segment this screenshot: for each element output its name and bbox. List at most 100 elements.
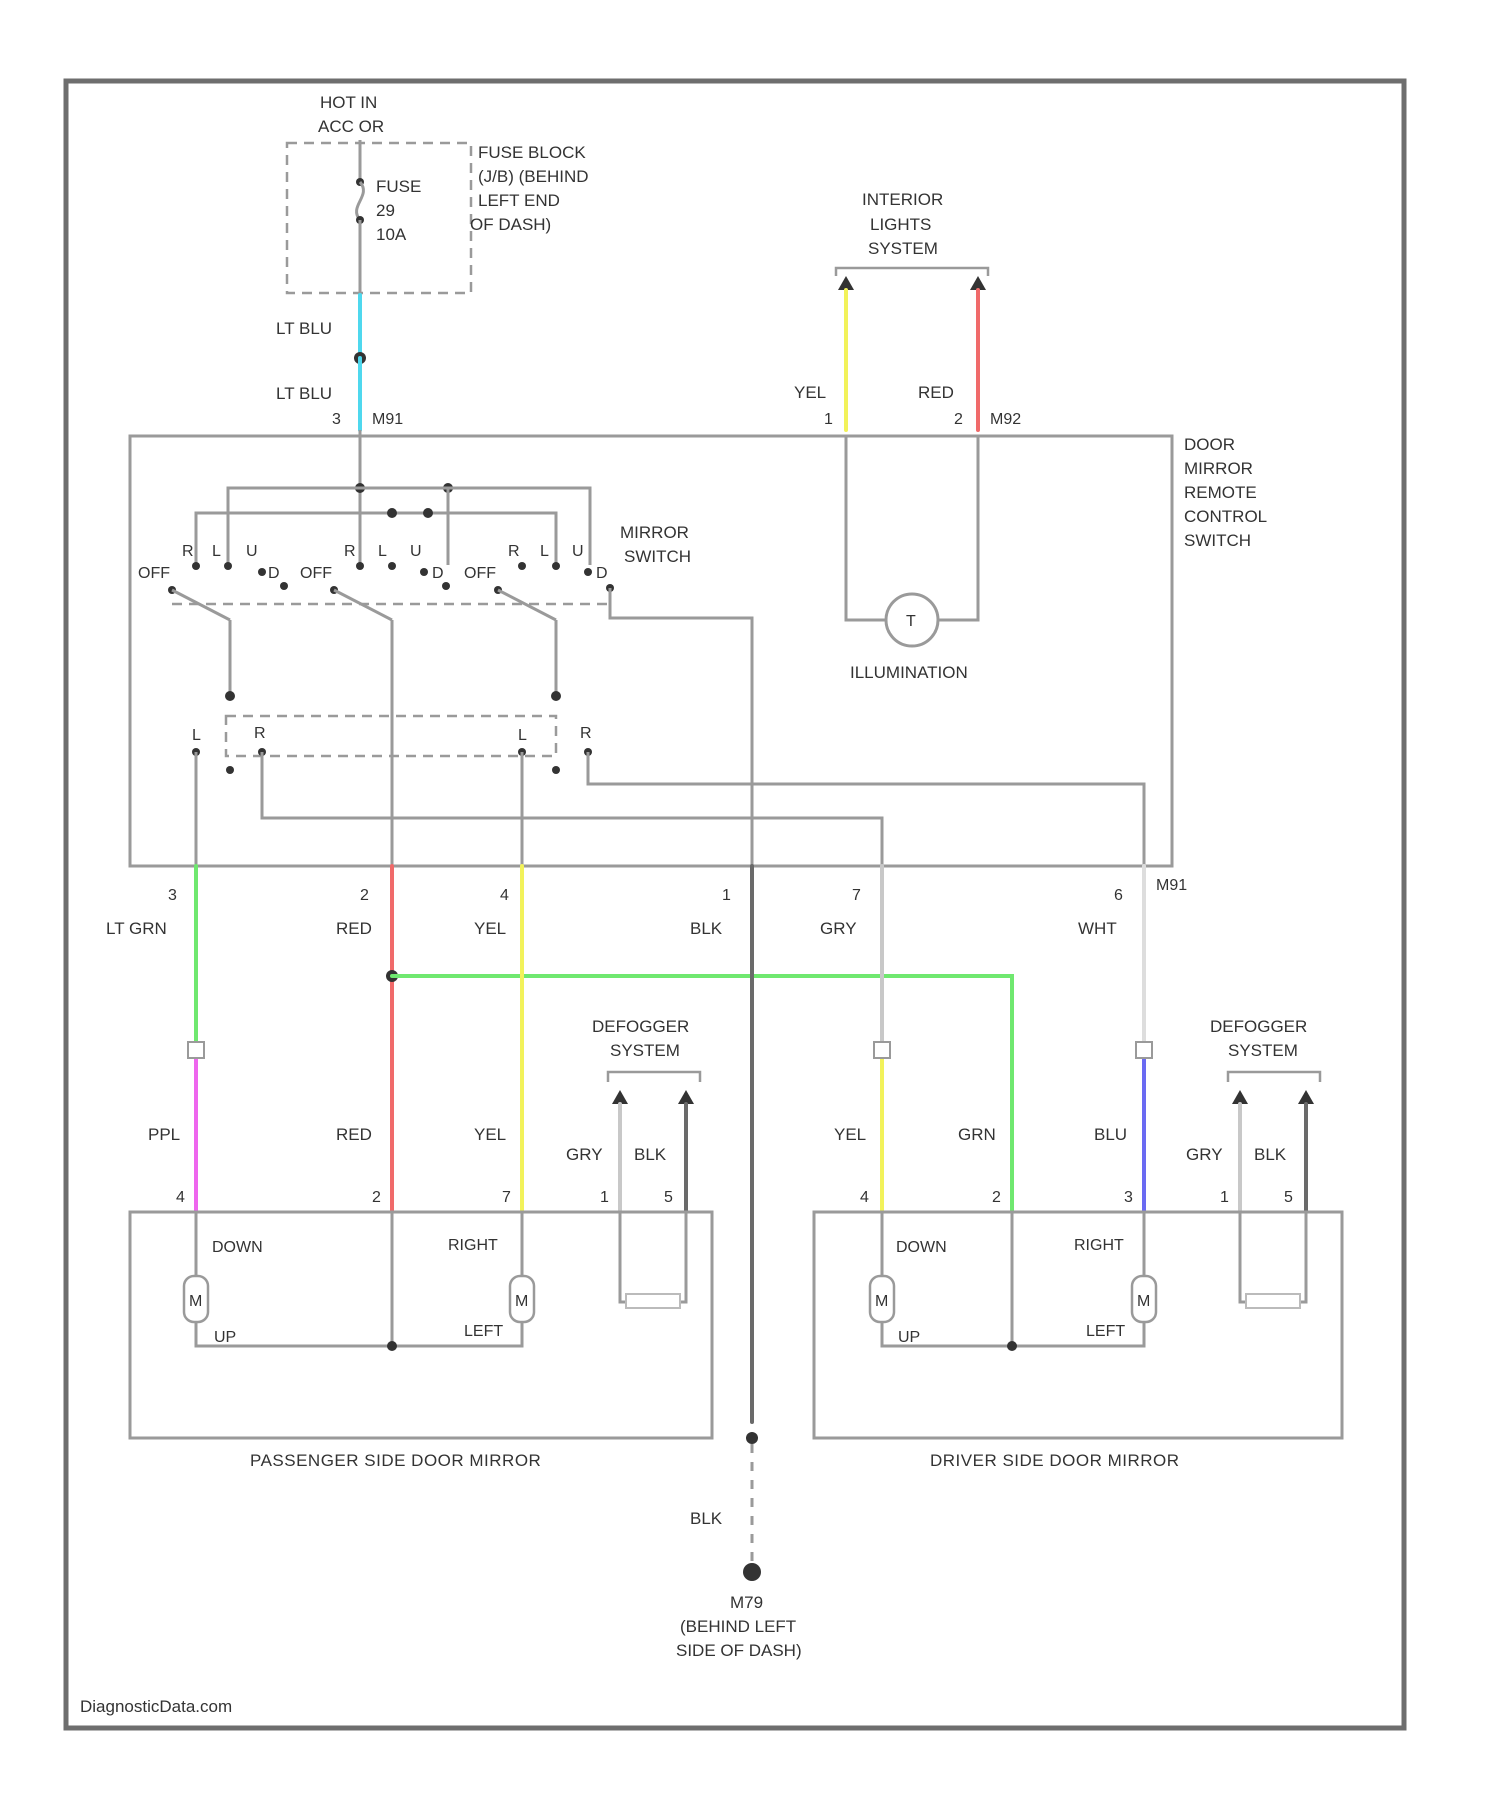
interior-lights-arrow-left bbox=[838, 276, 854, 290]
selector-r-1: R bbox=[254, 725, 266, 742]
passenger-pin-5: 5 bbox=[664, 1189, 673, 1206]
switch-group-1: OFF R L U D bbox=[138, 543, 288, 696]
pin-m91-3: 3 bbox=[332, 411, 341, 428]
defogger-pass-label-2: SYSTEM bbox=[610, 1041, 680, 1060]
pin-m92-2: 2 bbox=[954, 411, 963, 428]
defogger-drv-arrow-1 bbox=[1232, 1090, 1248, 1104]
bottom-pin-2: 2 bbox=[360, 887, 369, 904]
defogger-drv-blk-label: BLK bbox=[1254, 1145, 1287, 1164]
red-pass-label: RED bbox=[336, 1125, 372, 1144]
passenger-pin-7: 7 bbox=[502, 1189, 511, 1206]
contact-d-3: D bbox=[596, 565, 608, 582]
lt-blu-label-lower: LT BLU bbox=[276, 384, 332, 403]
defogger-drv-label-2: SYSTEM bbox=[1228, 1041, 1298, 1060]
lr-selector: L R L R bbox=[192, 691, 1144, 866]
driver-pin-3: 3 bbox=[1124, 1189, 1133, 1206]
contact-d-1: D bbox=[268, 565, 280, 582]
hot-label-1: HOT IN bbox=[320, 93, 377, 112]
driver-pin-2: 2 bbox=[992, 1189, 1001, 1206]
ground-point bbox=[743, 1563, 761, 1581]
fuse-label-2: 29 bbox=[376, 201, 395, 220]
switch-bus-dot-2 bbox=[423, 508, 433, 518]
illumination-circuit bbox=[846, 436, 978, 620]
fuse-block-label-1: FUSE BLOCK bbox=[478, 143, 586, 162]
driver-motor-updown-label: M bbox=[875, 1293, 888, 1310]
switch-off-3: OFF bbox=[464, 565, 496, 582]
defogger-pass-arrow-1 bbox=[612, 1090, 628, 1104]
fuse-block-label-4: OF DASH) bbox=[470, 215, 551, 234]
fuse-block-label-3: LEFT END bbox=[478, 191, 560, 210]
ground-label-1: M79 bbox=[730, 1593, 763, 1612]
contact-r-3: R bbox=[508, 543, 520, 560]
hot-label-2: ACC OR bbox=[318, 117, 384, 136]
interior-lights-arrow-right bbox=[970, 276, 986, 290]
contact-l-2: L bbox=[378, 543, 387, 560]
passenger-motor-updown-label: M bbox=[189, 1293, 202, 1310]
fuse-symbol bbox=[357, 182, 364, 220]
diagram-frame bbox=[66, 81, 1404, 1728]
passenger-pin-2: 2 bbox=[372, 1189, 381, 1206]
ground-label-3: SIDE OF DASH) bbox=[676, 1641, 802, 1660]
passenger-up-label: UP bbox=[214, 1329, 236, 1346]
connector-m91-bottom: M91 bbox=[1156, 877, 1187, 894]
switch-off-1: OFF bbox=[138, 565, 170, 582]
passenger-right-label: RIGHT bbox=[448, 1237, 498, 1254]
interior-lights-label-1: INTERIOR bbox=[862, 190, 943, 209]
contact-l-1: L bbox=[212, 543, 221, 560]
driver-defogger-element bbox=[1240, 1212, 1306, 1302]
inline-connector-ppl bbox=[188, 1042, 204, 1058]
wht-main-label: WHT bbox=[1078, 919, 1117, 938]
contact-u-3: U bbox=[572, 543, 584, 560]
mirror-switch-label-1: MIRROR bbox=[620, 523, 689, 542]
contact-l-3: L bbox=[540, 543, 549, 560]
passenger-pin-4: 4 bbox=[176, 1189, 185, 1206]
driver-pin-1: 1 bbox=[1220, 1189, 1229, 1206]
illumination-label: ILLUMINATION bbox=[850, 663, 968, 682]
driver-pin-4: 4 bbox=[860, 1189, 869, 1206]
defogger-pass-arrow-2 bbox=[678, 1090, 694, 1104]
yel-pass-label: YEL bbox=[474, 1125, 506, 1144]
contact-r-2: R bbox=[344, 543, 356, 560]
driver-right-label: RIGHT bbox=[1074, 1237, 1124, 1254]
defogger-drv-bracket bbox=[1228, 1072, 1320, 1082]
red-main-label: RED bbox=[336, 919, 372, 938]
fuse-block-label-2: (J/B) (BEHIND bbox=[478, 167, 589, 186]
pin-m92-1: 1 bbox=[824, 411, 833, 428]
driver-down-label: DOWN bbox=[896, 1239, 947, 1256]
passenger-down-label: DOWN bbox=[212, 1239, 263, 1256]
defogger-pass-label-1: DEFOGGER bbox=[592, 1017, 689, 1036]
inline-connector-blu bbox=[1136, 1042, 1152, 1058]
selector-l-2: L bbox=[518, 727, 527, 744]
blu-label: BLU bbox=[1094, 1125, 1127, 1144]
yel-driver-label: YEL bbox=[834, 1125, 866, 1144]
connector-m91-top: M91 bbox=[372, 411, 403, 428]
switch-bus-dot-1 bbox=[387, 508, 397, 518]
driver-motor-leftright-label: M bbox=[1137, 1293, 1150, 1310]
interior-lights-label-2: LIGHTS bbox=[870, 215, 931, 234]
lt-grn-label: LT GRN bbox=[106, 919, 167, 938]
yel-illum-label: YEL bbox=[794, 383, 826, 402]
driver-pin-5: 5 bbox=[1284, 1189, 1293, 1206]
switch-box-label-4: CONTROL bbox=[1184, 507, 1267, 526]
switch-box bbox=[130, 436, 1172, 866]
driver-up-label: UP bbox=[898, 1329, 920, 1346]
driver-common-dot bbox=[1007, 1341, 1017, 1351]
connector-m92: M92 bbox=[990, 411, 1021, 428]
red-illum-label: RED bbox=[918, 383, 954, 402]
passenger-pin-1: 1 bbox=[600, 1189, 609, 1206]
bottom-pin-7: 7 bbox=[852, 887, 861, 904]
ground-label-2: (BEHIND LEFT bbox=[680, 1617, 796, 1636]
bottom-pin-3: 3 bbox=[168, 887, 177, 904]
fuse-label-3: 10A bbox=[376, 225, 407, 244]
ppl-label: PPL bbox=[148, 1125, 180, 1144]
bottom-pin-6: 6 bbox=[1114, 887, 1123, 904]
switch-box-label-2: MIRROR bbox=[1184, 459, 1253, 478]
switch-box-label-5: SWITCH bbox=[1184, 531, 1251, 550]
blk-main-label: BLK bbox=[690, 919, 723, 938]
switch-group-3: OFF R L U D bbox=[464, 543, 614, 696]
defogger-drv-arrow-2 bbox=[1298, 1090, 1314, 1104]
contact-u-2: U bbox=[410, 543, 422, 560]
passenger-defogger-element bbox=[620, 1212, 686, 1302]
passenger-mirror-label: PASSENGER SIDE DOOR MIRROR bbox=[250, 1451, 541, 1470]
